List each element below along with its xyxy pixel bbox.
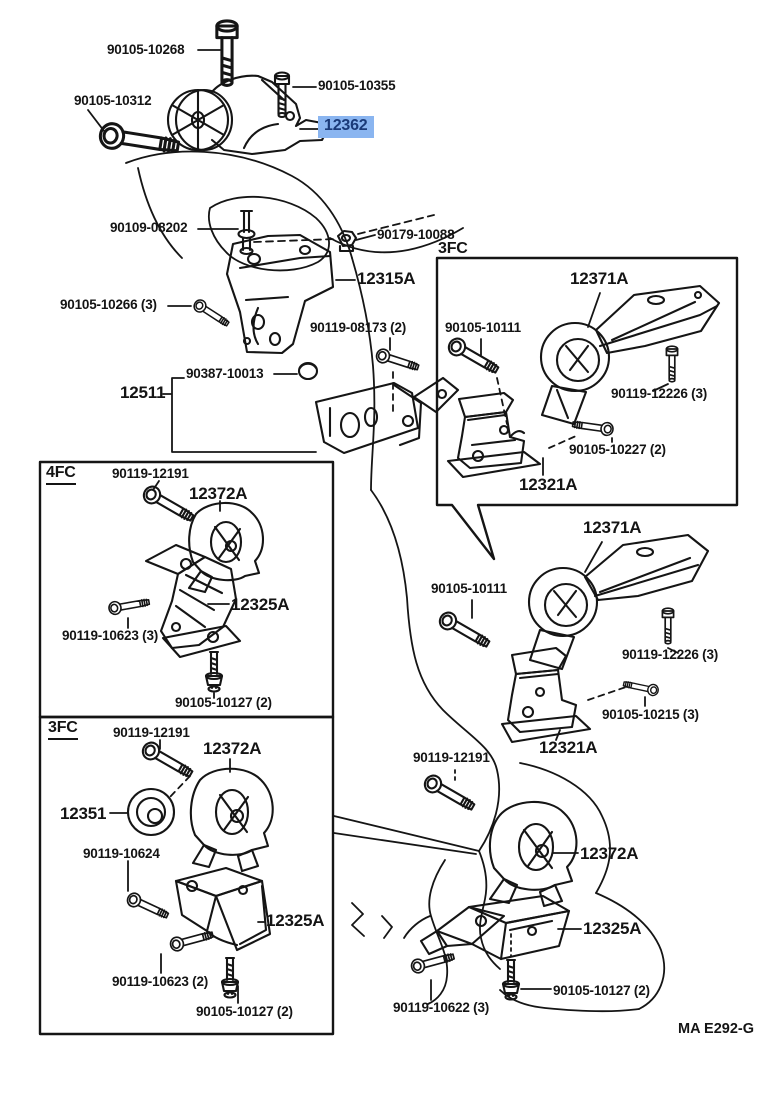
drawing-mount-12371a-mid [527, 533, 710, 671]
part-label-90179-10088: 90179-10088 [377, 227, 455, 242]
part-label-12371a-mid: 12371A [583, 518, 642, 537]
part-label-90387-10013: 90387-10013 [186, 366, 264, 381]
box-label-3fc-right: 3FC [438, 240, 468, 257]
box-label-4fc: 4FC [46, 464, 76, 485]
part-label-12325a-3fc: 12325A [266, 911, 325, 930]
box-4fc-left [38, 460, 335, 719]
drawing-stud-90105-10127-3fc [220, 956, 240, 999]
part-label-90105-10227: 90105-10227 (2) [569, 442, 666, 457]
drawing-front-mount-12362 [166, 74, 329, 156]
drawing-cap-90387-10013 [297, 361, 319, 381]
part-label-90105-10111-box: 90105-10111 [445, 320, 521, 335]
drawing-bolt-90119-12226-box [665, 345, 679, 383]
part-label-12372a-br: 12372A [580, 844, 639, 863]
part-label-90105-10355: 90105-10355 [318, 78, 396, 93]
drawing-bolt-90105-10227 [548, 417, 615, 449]
drawing-bolt-90119-12191-4fc [139, 482, 198, 527]
drawing-bolt-90119-10624 [124, 890, 172, 923]
drawing-mount-12372a-br [488, 800, 578, 908]
part-label-90105-10268: 90105-10268 [107, 42, 185, 57]
drawing-bolt-90105-10268 [215, 19, 239, 87]
part-label-12351: 12351 [60, 804, 107, 823]
part-label-12325a-4fc: 12325A [231, 595, 290, 614]
drawing-bracket-12325a-4fc [144, 543, 242, 659]
drawing-bracket-12325a-br [419, 894, 571, 961]
part-label-90119-12226-box: 90119-12226 (3) [611, 386, 708, 401]
box-3fc-right [435, 256, 739, 561]
part-label-90105-10215: 90105-10215 (3) [602, 707, 699, 722]
drawing-mount-12372a-4fc [187, 501, 264, 594]
box-3fc-left [38, 715, 335, 1036]
drawing-stud-90105-10127-4fc [204, 650, 224, 693]
part-label-90105-10111-mid: 90105-10111 [431, 581, 507, 596]
part-label-12362-highlighted[interactable]: 12362 [318, 116, 374, 138]
leader-lines [87, 49, 679, 1004]
drawing-damper-12511 [314, 376, 460, 455]
part-label-12371a-box: 12371A [570, 269, 629, 288]
part-label-90105-10127-3fc: 90105-10127 (2) [196, 1004, 293, 1019]
part-label-12511: 12511 [120, 383, 166, 402]
drawing-bolt-90119-12226-mid [661, 607, 675, 645]
part-label-12372a-4fc: 12372A [189, 484, 248, 503]
part-label-90105-10127-4fc: 90105-10127 (2) [175, 695, 272, 710]
part-label-90119-10624: 90119-10624 [83, 846, 160, 861]
box-label-3fc-left: 3FC [48, 719, 78, 740]
part-label-12315a: 12315A [357, 269, 416, 288]
drawing-bracket-12321a-mid [500, 646, 592, 744]
bracket-lines-12511 [162, 377, 317, 453]
drawing-bolt-90105-10215 [587, 677, 660, 701]
part-label-90119-12226-mid: 90119-12226 (3) [622, 647, 719, 662]
part-label-90109-08202: 90109-08202 [110, 220, 188, 235]
part-label-90105-10127-br: 90105-10127 (2) [553, 983, 650, 998]
drawing-bracket-12315a [225, 233, 335, 355]
drawing-bolt-90119-12191-3fc [138, 738, 197, 798]
drawing-nut-90179-10088 [336, 229, 358, 253]
part-label-12321a-box: 12321A [519, 475, 578, 494]
part-label-90119-12191-4fc: 90119-12191 [112, 466, 189, 481]
part-label-90119-10623-3fc: 90119-10623 (2) [112, 974, 209, 989]
part-label-12372a-3fc: 12372A [203, 739, 262, 758]
drawing-bracket-12325a-3fc [174, 866, 272, 952]
part-label-90105-10266: 90105-10266 (3) [60, 297, 157, 312]
pointer-lines-3fc-box [333, 815, 480, 855]
part-label-12321a-mid: 12321A [539, 738, 598, 757]
part-label-90119-08173: 90119-08173 (2) [310, 320, 407, 335]
drawing-mount-12371a-box [539, 284, 721, 426]
engine-outline [125, 150, 666, 1013]
diagram-code: MA E292-G [678, 1021, 755, 1037]
drawing-bolt-90119-10622 [409, 949, 457, 976]
drawing-bolt-90105-10111-mid [435, 608, 494, 653]
dashed-links-top [253, 214, 435, 243]
part-label-90119-10623-4fc: 90119-10623 (3) [62, 628, 159, 643]
drawing-stud-90109-08202 [237, 209, 256, 256]
part-label-12325a-br: 12325A [583, 919, 642, 938]
drawing-bolt-90119-10623-4fc [107, 594, 151, 617]
drawing-mount-12372a-3fc [189, 767, 274, 873]
drawing-bolt-90105-10266 [191, 296, 232, 330]
part-label-90119-12191-br: 90119-12191 [413, 750, 490, 765]
drawing-bolt-90119-12191-br [420, 769, 479, 816]
drawing-bolt-90105-10111-box [444, 334, 508, 425]
drawing-bolt-90119-08173 [373, 346, 421, 413]
drawing-grommet-12351 [126, 787, 176, 837]
part-label-90105-10312: 90105-10312 [74, 93, 152, 108]
part-label-90119-10622: 90119-10622 (3) [393, 1000, 490, 1015]
drawing-stud-90105-10127-br [501, 933, 521, 1001]
drawing-bracket-12321a-box [446, 391, 542, 479]
part-label-90119-12191-3fc: 90119-12191 [113, 725, 190, 740]
